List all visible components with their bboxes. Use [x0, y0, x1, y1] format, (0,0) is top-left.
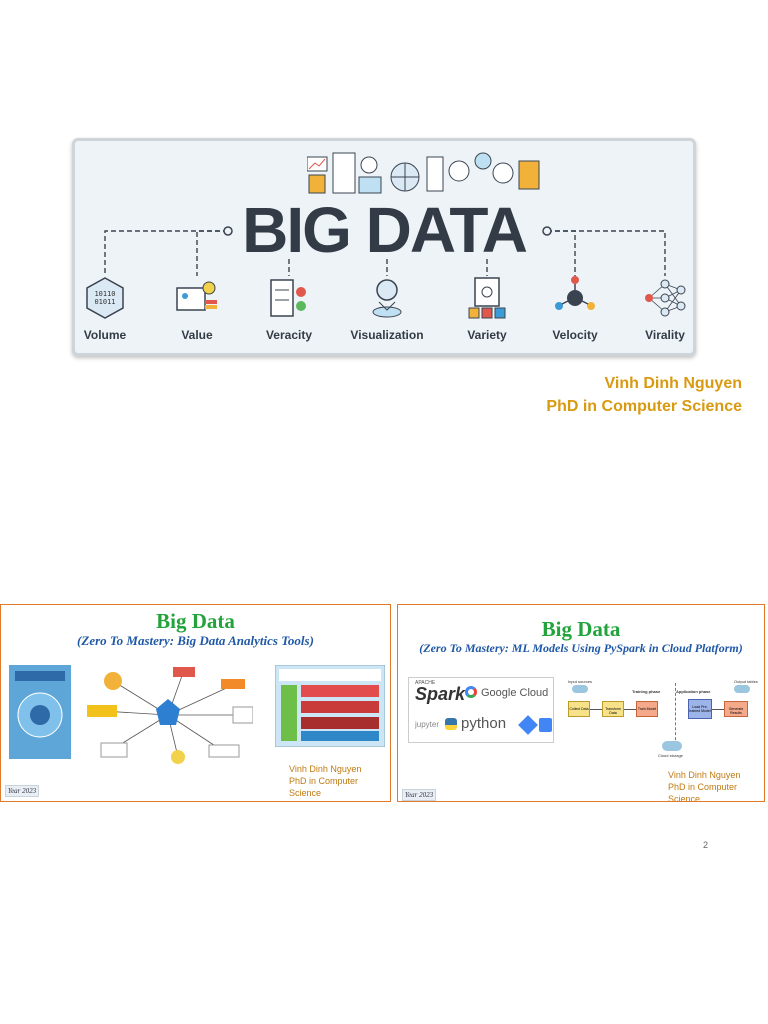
- pillar-label: Virality: [645, 328, 685, 342]
- thumb-title: Big Data: [156, 609, 235, 633]
- pillar-visualization: Visualization: [342, 276, 432, 342]
- jupyter-logo: jupyter: [415, 720, 440, 729]
- svg-text:10110: 10110: [94, 290, 115, 298]
- spark-logo: Spark: [415, 684, 466, 704]
- pipeline-arrow: [590, 709, 602, 710]
- thumb-subtitle: (Zero To Mastery: ML Models Using PySpar…: [419, 641, 743, 655]
- page-number: 2: [703, 840, 709, 850]
- train-model-box: Train Model: [636, 701, 658, 717]
- cloud-storage-icon: [662, 741, 682, 751]
- google-cloud-logo-icon: [465, 686, 477, 698]
- binary-hexagon-icon: 10110 01011: [86, 277, 124, 319]
- hadoop-ecosystem-image-icon: [275, 665, 385, 747]
- year-tag: Year 2023: [402, 789, 436, 801]
- tools-hub-diagram-icon: [87, 667, 253, 764]
- pillar-volume: 10110 01011 Volume: [60, 276, 150, 342]
- pillar-label: Value: [181, 328, 213, 342]
- thumb-subtitle: (Zero To Mastery: Big Data Analytics Too…: [77, 633, 314, 648]
- diagram-cloud-storage: Cloud storage: [658, 753, 683, 758]
- document-blocks-icon: [468, 277, 506, 319]
- network-node-icon: [555, 276, 595, 310]
- input-cloud-icon: [572, 685, 588, 693]
- svg-text:01011: 01011: [94, 298, 115, 306]
- apache-label: APACHE: [415, 680, 436, 686]
- pillar-label: Velocity: [552, 328, 598, 342]
- tech-logos-panel: APACHE Spark Google Cloud jupyter python: [408, 677, 554, 743]
- collect-data-box: Collect Data: [568, 701, 590, 717]
- pillar-velocity: Velocity: [530, 276, 620, 342]
- server-check-icon: [270, 279, 306, 317]
- thumb-title: Big Data: [541, 617, 621, 641]
- pillar-variety: Variety: [442, 276, 532, 342]
- slide-thumbnail-analytics-tools[interactable]: Big Data (Zero To Mastery: Big Data Anal…: [0, 604, 391, 802]
- diagram-application-phase: Application phase: [676, 689, 711, 694]
- slide-thumbnail-pyspark-cloud[interactable]: Big Data (Zero To Mastery: ML Models Usi…: [397, 604, 765, 802]
- pipeline-arrow: [624, 709, 636, 710]
- ml-pipeline-diagram: Input sources Training phase Application…: [564, 679, 760, 769]
- python-logo: python: [461, 715, 507, 732]
- thumb-author: Vinh Dinh Nguyen PhD in Computer Science: [668, 769, 764, 802]
- google-cloud-logo: Google Cloud: [481, 687, 549, 699]
- pillar-veracity: Veracity: [244, 276, 334, 342]
- pillar-label: Volume: [83, 328, 127, 342]
- author-degree: PhD in Computer Science: [546, 398, 742, 415]
- phase-divider: [675, 683, 676, 745]
- author-block: Vinh Dinh Nguyen PhD in Computer Science: [546, 372, 742, 418]
- load-model-box: Load Pre-trained Model: [688, 699, 712, 719]
- connector-lines: [104, 226, 666, 276]
- year-tag: Year 2023: [5, 785, 39, 797]
- dataproc-logo-icon: [539, 718, 552, 732]
- id-card-bulb-icon: [176, 281, 217, 311]
- pipeline-arrow: [712, 709, 724, 710]
- author-name: Vinh Dinh Nguyen: [604, 375, 742, 392]
- transform-data-box: Transform Data: [602, 701, 624, 717]
- diagram-output-tables: Output tables: [734, 679, 758, 684]
- poster-image-icon: [9, 665, 71, 759]
- thumb-author-name: Vinh Dinh Nguyen: [668, 770, 741, 780]
- output-cloud-icon: [734, 685, 750, 693]
- thumb-author-degree: PhD in Computer Science: [289, 776, 359, 798]
- thumb-author-name: Vinh Dinh Nguyen: [289, 764, 362, 774]
- data-cluster-icon: [307, 152, 540, 194]
- big-data-banner: BIG DATA 10110 01011 Volume Value: [72, 138, 696, 356]
- globe-hologram-icon: [372, 279, 402, 318]
- pillar-label: Variety: [467, 328, 507, 342]
- pillar-value: Value: [152, 276, 242, 342]
- thumb-author: Vinh Dinh Nguyen PhD in Computer Science: [289, 763, 390, 799]
- python-logo-icon: [445, 718, 457, 730]
- pillar-label: Veracity: [265, 328, 313, 342]
- neural-network-icon: [645, 279, 686, 317]
- banner-title: BIG DATA: [242, 194, 528, 266]
- kubernetes-logo-icon: [518, 715, 538, 735]
- thumb-author-degree: PhD in Computer Science: [668, 782, 738, 802]
- pillar-virality: Virality: [620, 276, 710, 342]
- generate-results-box: Generate Results: [724, 701, 748, 717]
- diagram-input-sources: Input sources: [568, 679, 593, 684]
- diagram-training-phase: Training phase: [632, 689, 661, 694]
- pillar-label: Visualization: [350, 328, 424, 342]
